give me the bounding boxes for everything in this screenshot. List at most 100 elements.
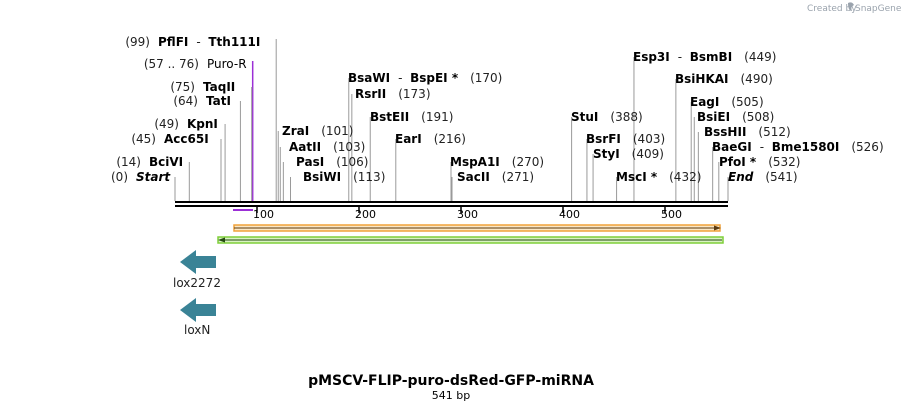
site-name-2: Bme1580I (772, 140, 840, 154)
site-separator: - (196, 35, 200, 49)
site-name: BssHII (704, 125, 746, 139)
ruler-ticks: 100 200 300 400 500 (253, 207, 682, 221)
loxn-label: loxN (184, 323, 210, 337)
tick-label-300: 300 (457, 208, 478, 221)
site-acc65i[interactable]: (45)Acc65I (131, 132, 208, 146)
site-name: AatII (289, 140, 321, 154)
map-length: 541 bp (432, 389, 470, 402)
site-position: (64) (173, 94, 198, 108)
site-stui[interactable]: StuI (388) (571, 110, 643, 124)
site-bsrfi[interactable]: BsrFI(403) (586, 132, 665, 146)
site-position: (271) (502, 170, 534, 184)
site-bsawi[interactable]: BsaWI-BspEI *(170) (348, 71, 502, 85)
site-name: End (728, 170, 754, 184)
green-feature-bar[interactable] (217, 236, 724, 244)
site-position: (526) (851, 140, 883, 154)
site-name: PfoI * (719, 155, 757, 169)
site-pfoi[interactable]: PfoI *(532) (719, 155, 800, 169)
site-name: BaeGI (712, 140, 752, 154)
site-mspa1i[interactable]: MspA1I (270) (450, 155, 544, 169)
site-name: Esp3I (633, 50, 670, 64)
site-position: (541) (765, 170, 797, 184)
site-eagi[interactable]: EagI(505) (690, 95, 764, 109)
site-bsihkai[interactable]: BsiHKAI(490) (675, 72, 773, 86)
site-name-2: BsmBI (690, 50, 732, 64)
site-tati[interactable]: (64) TatI (173, 94, 231, 108)
site-name: BsaWI (348, 71, 390, 85)
site-name: MspA1I (450, 155, 500, 169)
site-position: (101) (321, 124, 353, 138)
tick-label-500: 500 (661, 208, 682, 221)
site-name: TatI (206, 94, 231, 108)
site-bsshii[interactable]: BssHII (512) (704, 125, 791, 139)
site-name-2: BspEI * (410, 71, 459, 85)
site-position: (449) (744, 50, 776, 64)
site-position: (0) (111, 170, 128, 184)
site-position: (106) (336, 155, 368, 169)
site-name: TaqII (203, 80, 235, 94)
site-position: (103) (333, 140, 365, 154)
site-name: BciVI (149, 155, 183, 169)
site-position: (99) (125, 35, 150, 49)
tick-label-200: 200 (355, 208, 376, 221)
site-name: BsrFI (586, 132, 621, 146)
site-bsiwi[interactable]: BsiWI(113) (303, 170, 385, 184)
site-position: (270) (512, 155, 544, 169)
site-msci[interactable]: MscI *(432) (616, 170, 701, 184)
site-name: BsiWI (303, 170, 341, 184)
brand-text: SnapGene (855, 4, 902, 14)
site-name: EarI (395, 132, 422, 146)
site-position: (45) (131, 132, 156, 146)
site-aatii[interactable]: AatII (103) (289, 140, 365, 154)
site-start[interactable]: (0)Start (111, 170, 171, 184)
site-taqii[interactable]: (75)TaqII (170, 80, 235, 94)
site-baegi[interactable]: BaeGI-Bme1580I(526) (712, 140, 884, 154)
site-position: (512) (758, 125, 790, 139)
site-rsrii[interactable]: RsrII (173) (355, 87, 431, 101)
site-pflfi[interactable]: (99) PflFI-Tth111I (125, 35, 260, 49)
site-name: EagI (690, 95, 719, 109)
site-position: (191) (421, 110, 453, 124)
site-name: PflFI (158, 35, 188, 49)
site-position: (409) (632, 147, 664, 161)
site-eari[interactable]: EarI (216) (395, 132, 466, 146)
snapgene-logo-icon (848, 2, 854, 12)
lox2272-feature[interactable]: lox2272 (173, 250, 221, 290)
orange-feature-bar[interactable] (233, 224, 721, 232)
map-title: pMSCV-FLIP-puro-dsRed-GFP-miRNA (308, 373, 594, 389)
site-name: BsiHKAI (675, 72, 729, 86)
site-puro-r[interactable]: (57 .. 76) Puro-R (144, 57, 247, 71)
site-sacii[interactable]: SacII(271) (457, 170, 534, 184)
site-pasi[interactable]: PasI (106) (296, 155, 368, 169)
lox2272-arrow-icon (180, 250, 216, 274)
site-leader-lines (174, 39, 729, 201)
site-name: StyI (593, 147, 620, 161)
site-name: RsrII (355, 87, 386, 101)
loxn-feature[interactable]: loxN (180, 298, 216, 337)
site-position: (216) (434, 132, 466, 146)
site-name: ZraI (282, 124, 309, 138)
site-zrai[interactable]: ZraI (101) (282, 124, 353, 138)
site-position: (173) (398, 87, 430, 101)
site-name: StuI (571, 110, 598, 124)
site-name: BsiEI (697, 110, 730, 124)
site-name: PasI (296, 155, 324, 169)
site-position: (432) (669, 170, 701, 184)
site-position: (388) (610, 110, 642, 124)
site-name: BstEII (370, 110, 409, 124)
site-styi[interactable]: StyI (409) (593, 147, 664, 161)
site-kpni[interactable]: (49)KpnI (154, 117, 218, 131)
site-bcivi[interactable]: (14) BciVI (116, 155, 183, 169)
site-position: (57 .. 76) (144, 57, 199, 71)
tick-label-400: 400 (559, 208, 580, 221)
site-bsteii[interactable]: BstEII (191) (370, 110, 453, 124)
tick-label-100: 100 (253, 208, 274, 221)
site-bsiei[interactable]: BsiEI(508) (697, 110, 774, 124)
lox2272-label: lox2272 (173, 276, 221, 290)
site-name-2: Tth111I (208, 35, 260, 49)
site-end[interactable]: End (541) (728, 170, 798, 184)
site-name: Puro-R (207, 57, 247, 71)
site-position: (14) (116, 155, 141, 169)
site-esp3i[interactable]: Esp3I-BsmBI(449) (633, 50, 776, 64)
